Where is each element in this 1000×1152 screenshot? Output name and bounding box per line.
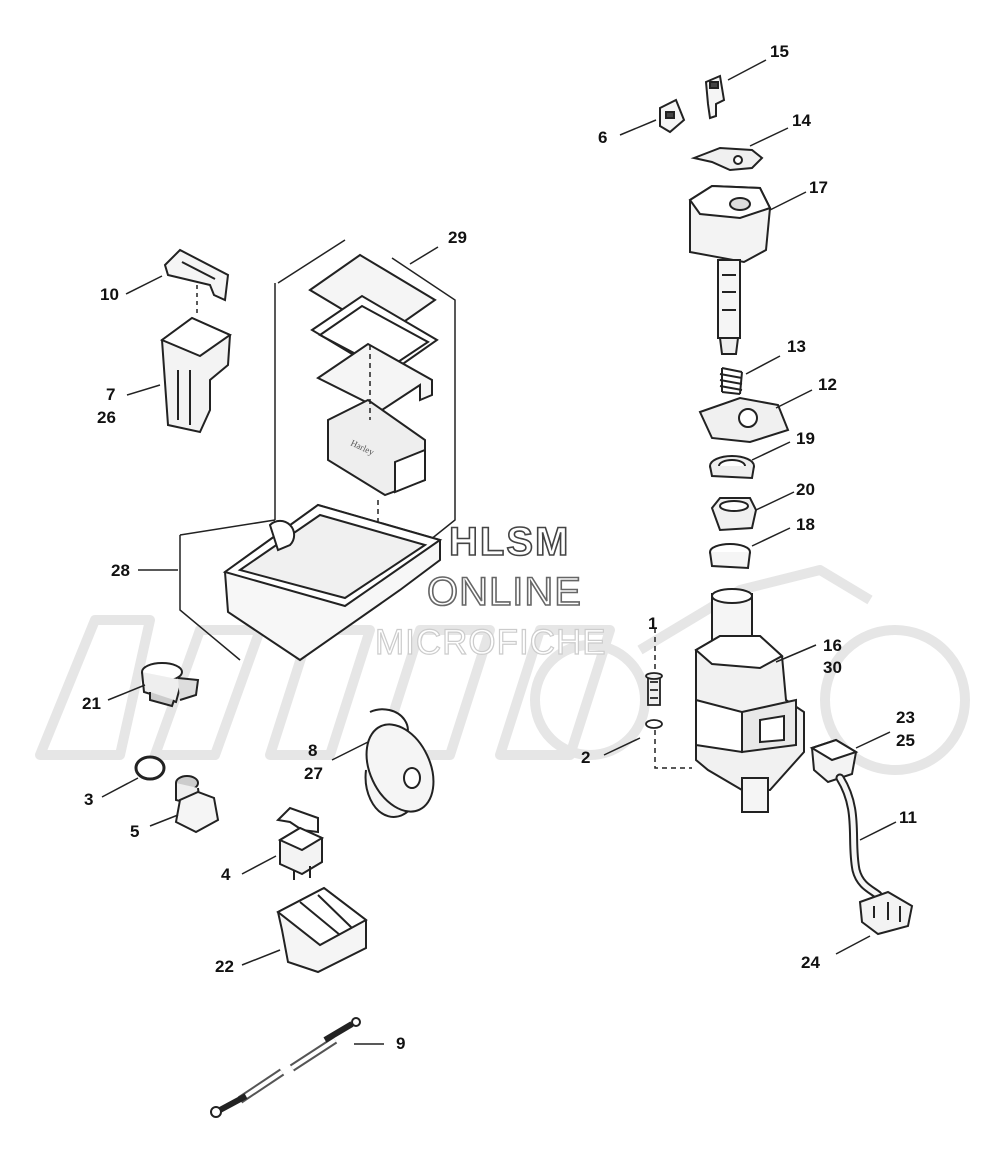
callout-16: 16	[823, 636, 842, 655]
part-19-nut	[709, 455, 755, 480]
part-14-leader	[749, 127, 789, 147]
callout-2: 2	[581, 748, 591, 767]
part-6-leader	[619, 119, 657, 136]
callout-27: 27	[304, 764, 323, 783]
part-18-leader	[751, 527, 791, 547]
part-16-leader	[775, 644, 817, 663]
part-17-leader	[769, 191, 807, 211]
part-11-wire-harness-inner	[837, 775, 881, 898]
callout-28: 28	[111, 561, 130, 580]
watermark-line-2: ONLINE	[426, 569, 582, 615]
part-13-spring	[719, 367, 743, 395]
part-22-bracket	[276, 886, 368, 974]
part-15-key	[704, 74, 726, 120]
part-15-leader	[727, 59, 767, 81]
part-20-leader	[755, 491, 795, 511]
callout-7: 7	[106, 385, 116, 404]
part-17-switch-cap	[688, 184, 772, 355]
part-5-switch	[174, 775, 220, 834]
part-9-ground-strap	[210, 1017, 361, 1118]
part-6-key-tag	[659, 98, 686, 134]
callout-20: 20	[796, 480, 815, 499]
motorcycle-logo-watermark	[35, 565, 970, 775]
callout-9: 9	[396, 1034, 406, 1053]
part-11-leader	[859, 821, 897, 841]
part-18-bushing	[709, 543, 751, 570]
part-21-sensor	[141, 662, 200, 708]
part-4-leader	[241, 855, 277, 875]
part-8-leader	[331, 741, 369, 761]
callout-10: 10	[100, 285, 119, 304]
part-23-connector	[809, 738, 859, 784]
callout-13: 13	[787, 337, 806, 356]
part-5-leader	[149, 814, 179, 827]
callout-25: 25	[896, 731, 915, 750]
part-12-leader	[775, 389, 813, 409]
callout-19: 19	[796, 429, 815, 448]
callout-26: 26	[97, 408, 116, 427]
watermark-line-1: HLSM	[448, 519, 571, 565]
callout-11: 11	[899, 808, 917, 827]
watermark-line-3: MICROFICHE	[374, 622, 607, 662]
callout-15: 15	[770, 42, 789, 61]
part-10-clip	[163, 248, 230, 302]
part-19-leader	[751, 441, 791, 461]
part-24-connector	[858, 890, 914, 936]
part-2-washer	[645, 719, 663, 729]
part-14-cover-plate	[690, 146, 764, 172]
callout-30: 30	[823, 658, 842, 677]
part-28-bracket-lines	[138, 519, 276, 661]
part-1-screw	[645, 672, 663, 706]
part-8-cap	[364, 708, 435, 818]
part-10-leader	[125, 275, 163, 295]
part-20-collar	[710, 497, 758, 532]
part-24-leader	[835, 935, 871, 955]
callout-22: 22	[215, 957, 234, 976]
callout-3: 3	[84, 790, 94, 809]
part-16-switch-body	[694, 588, 805, 813]
callout-6: 6	[598, 128, 608, 147]
callout-14: 14	[792, 111, 811, 130]
part-23-leader	[855, 731, 891, 749]
part-22-leader	[241, 949, 281, 966]
callout-17: 17	[809, 178, 828, 197]
part-4-relay	[275, 806, 325, 880]
part-1-leaders	[603, 628, 692, 769]
callout-29: 29	[448, 228, 467, 247]
part-21-leader	[107, 684, 146, 701]
part-13-leader	[745, 355, 781, 375]
callout-4: 4	[221, 865, 231, 884]
part-3-o-ring	[134, 755, 166, 781]
part-7-leader	[126, 384, 161, 396]
callout-1: 1	[648, 614, 658, 633]
callout-5: 5	[130, 822, 140, 841]
part-7-connector-housing	[159, 316, 233, 434]
part-28-housing-tray	[222, 503, 443, 662]
callout-8: 8	[308, 741, 318, 760]
part-29-gasket-stack: Harley	[308, 253, 439, 497]
part-12-index-plate	[698, 396, 790, 444]
callout-21: 21	[82, 694, 101, 713]
callout-18: 18	[796, 515, 815, 534]
part-3-leader	[101, 777, 139, 798]
callout-24: 24	[801, 953, 820, 972]
callout-12: 12	[818, 375, 837, 394]
callout-23: 23	[896, 708, 915, 727]
